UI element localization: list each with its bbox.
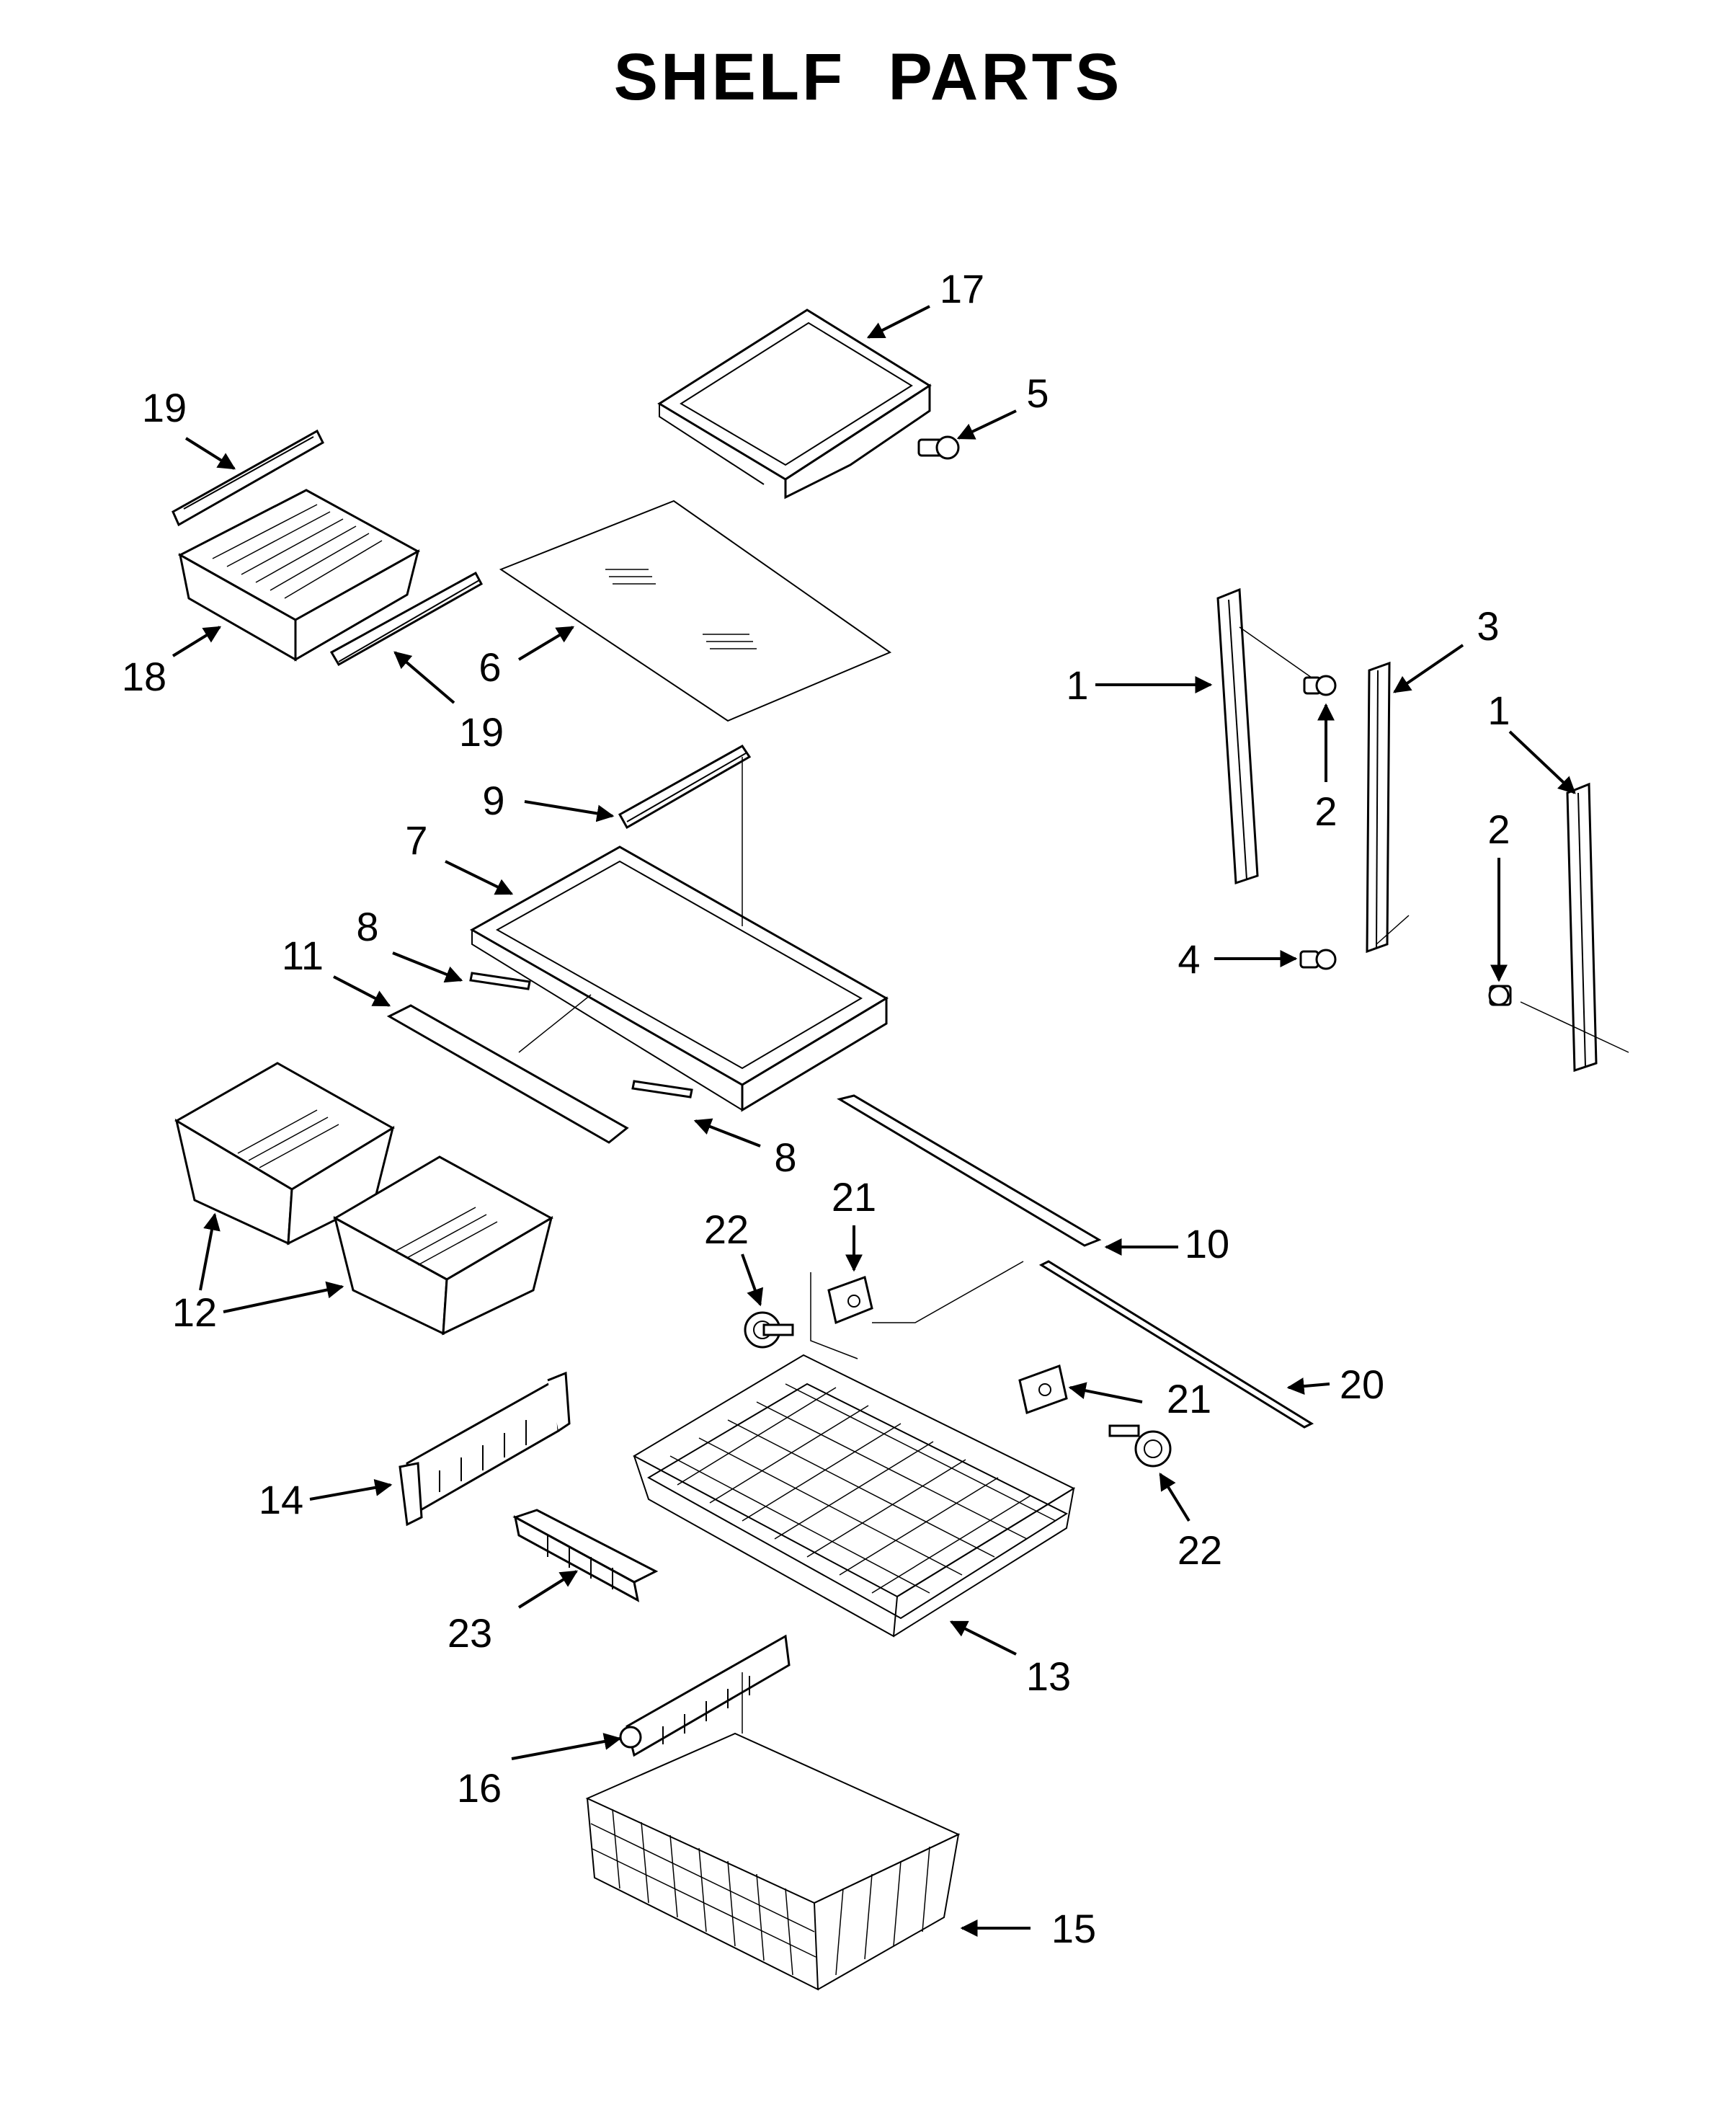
rod-part-10: [837, 1094, 1102, 1247]
rail-part-1-right: [1520, 782, 1629, 1073]
shelf-frame-part-17: [657, 309, 932, 500]
callout-14: 14: [259, 1477, 303, 1522]
divider-part-23: [512, 1509, 659, 1602]
crisper-bin-part-12-right: [332, 1155, 554, 1336]
callout-21-top: 21: [832, 1174, 876, 1220]
page-title: SHELF PARTS: [613, 40, 1123, 114]
divider-part-16: [619, 1634, 791, 1757]
callout-23: 23: [448, 1610, 492, 1656]
deli-drawer-part-18: [177, 489, 421, 662]
callout-2-left: 2: [1314, 789, 1337, 834]
callout-4: 4: [1178, 936, 1200, 982]
wire-basket-part-13: [632, 1354, 1076, 1638]
callout-11: 11: [282, 933, 324, 978]
screw-part-2-right: [1488, 985, 1512, 1006]
callout-19-bottom: 19: [459, 709, 504, 755]
callout-8-bottom: 8: [774, 1135, 796, 1180]
rod-part-20: [1038, 1260, 1314, 1429]
wheel-part-22-left: [744, 1311, 794, 1349]
callout-19-top: 19: [142, 385, 187, 430]
bracket-part-21-left: [810, 1261, 1024, 1359]
screw-part-2-left: [1303, 675, 1337, 696]
shelf-clip-part-8-left: [469, 972, 531, 990]
callout-3: 3: [1477, 603, 1499, 649]
glass-shelf-part-6: [499, 500, 892, 722]
rail-part-3: [1366, 661, 1410, 954]
callout-8-top: 8: [356, 904, 378, 949]
shelf-clip-part-8-right: [631, 1080, 693, 1099]
callout-15: 15: [1051, 1906, 1096, 1951]
callout-labels: 17 5 19 18 19 6 9 7 8 11 8 10 1 2 3 1 2 …: [122, 266, 1510, 1951]
bracket-part-21-right: [1018, 1364, 1068, 1414]
callout-13: 13: [1026, 1654, 1071, 1699]
callout-20: 20: [1340, 1362, 1384, 1407]
shelf-frame-part-7: [469, 757, 889, 1112]
callout-2-right: 2: [1487, 807, 1510, 852]
shelf-rail-part-9: [618, 745, 752, 830]
callout-9: 9: [482, 778, 504, 823]
callout-6: 6: [478, 644, 501, 690]
callout-17: 17: [940, 266, 984, 311]
drawer-slide-part-19-top: [172, 429, 324, 527]
shelf-trim-part-11: [386, 994, 629, 1144]
callout-12: 12: [172, 1290, 217, 1335]
callout-10: 10: [1185, 1221, 1229, 1266]
rail-part-1-left: [1216, 587, 1312, 885]
callout-22-bottom: 22: [1178, 1527, 1222, 1573]
crisper-bin-part-12-left: [174, 1062, 395, 1246]
wire-basket-part-15: [585, 1672, 961, 1991]
leader-lines: [172, 305, 1576, 1937]
callout-1-left: 1: [1066, 662, 1088, 708]
drawer-slide-part-19-bottom: [329, 571, 484, 667]
callout-21-bottom: 21: [1167, 1376, 1211, 1421]
callout-16: 16: [457, 1765, 502, 1811]
callout-1-right: 1: [1487, 688, 1510, 733]
callout-22-top: 22: [704, 1207, 749, 1252]
callout-5: 5: [1026, 370, 1049, 416]
callout-18: 18: [122, 654, 166, 699]
wheel-part-22-right: [1108, 1424, 1172, 1468]
screw-part-5: [917, 435, 960, 460]
screw-part-4: [1299, 949, 1337, 970]
divider-part-14: [399, 1371, 571, 1527]
callout-7: 7: [405, 817, 427, 863]
